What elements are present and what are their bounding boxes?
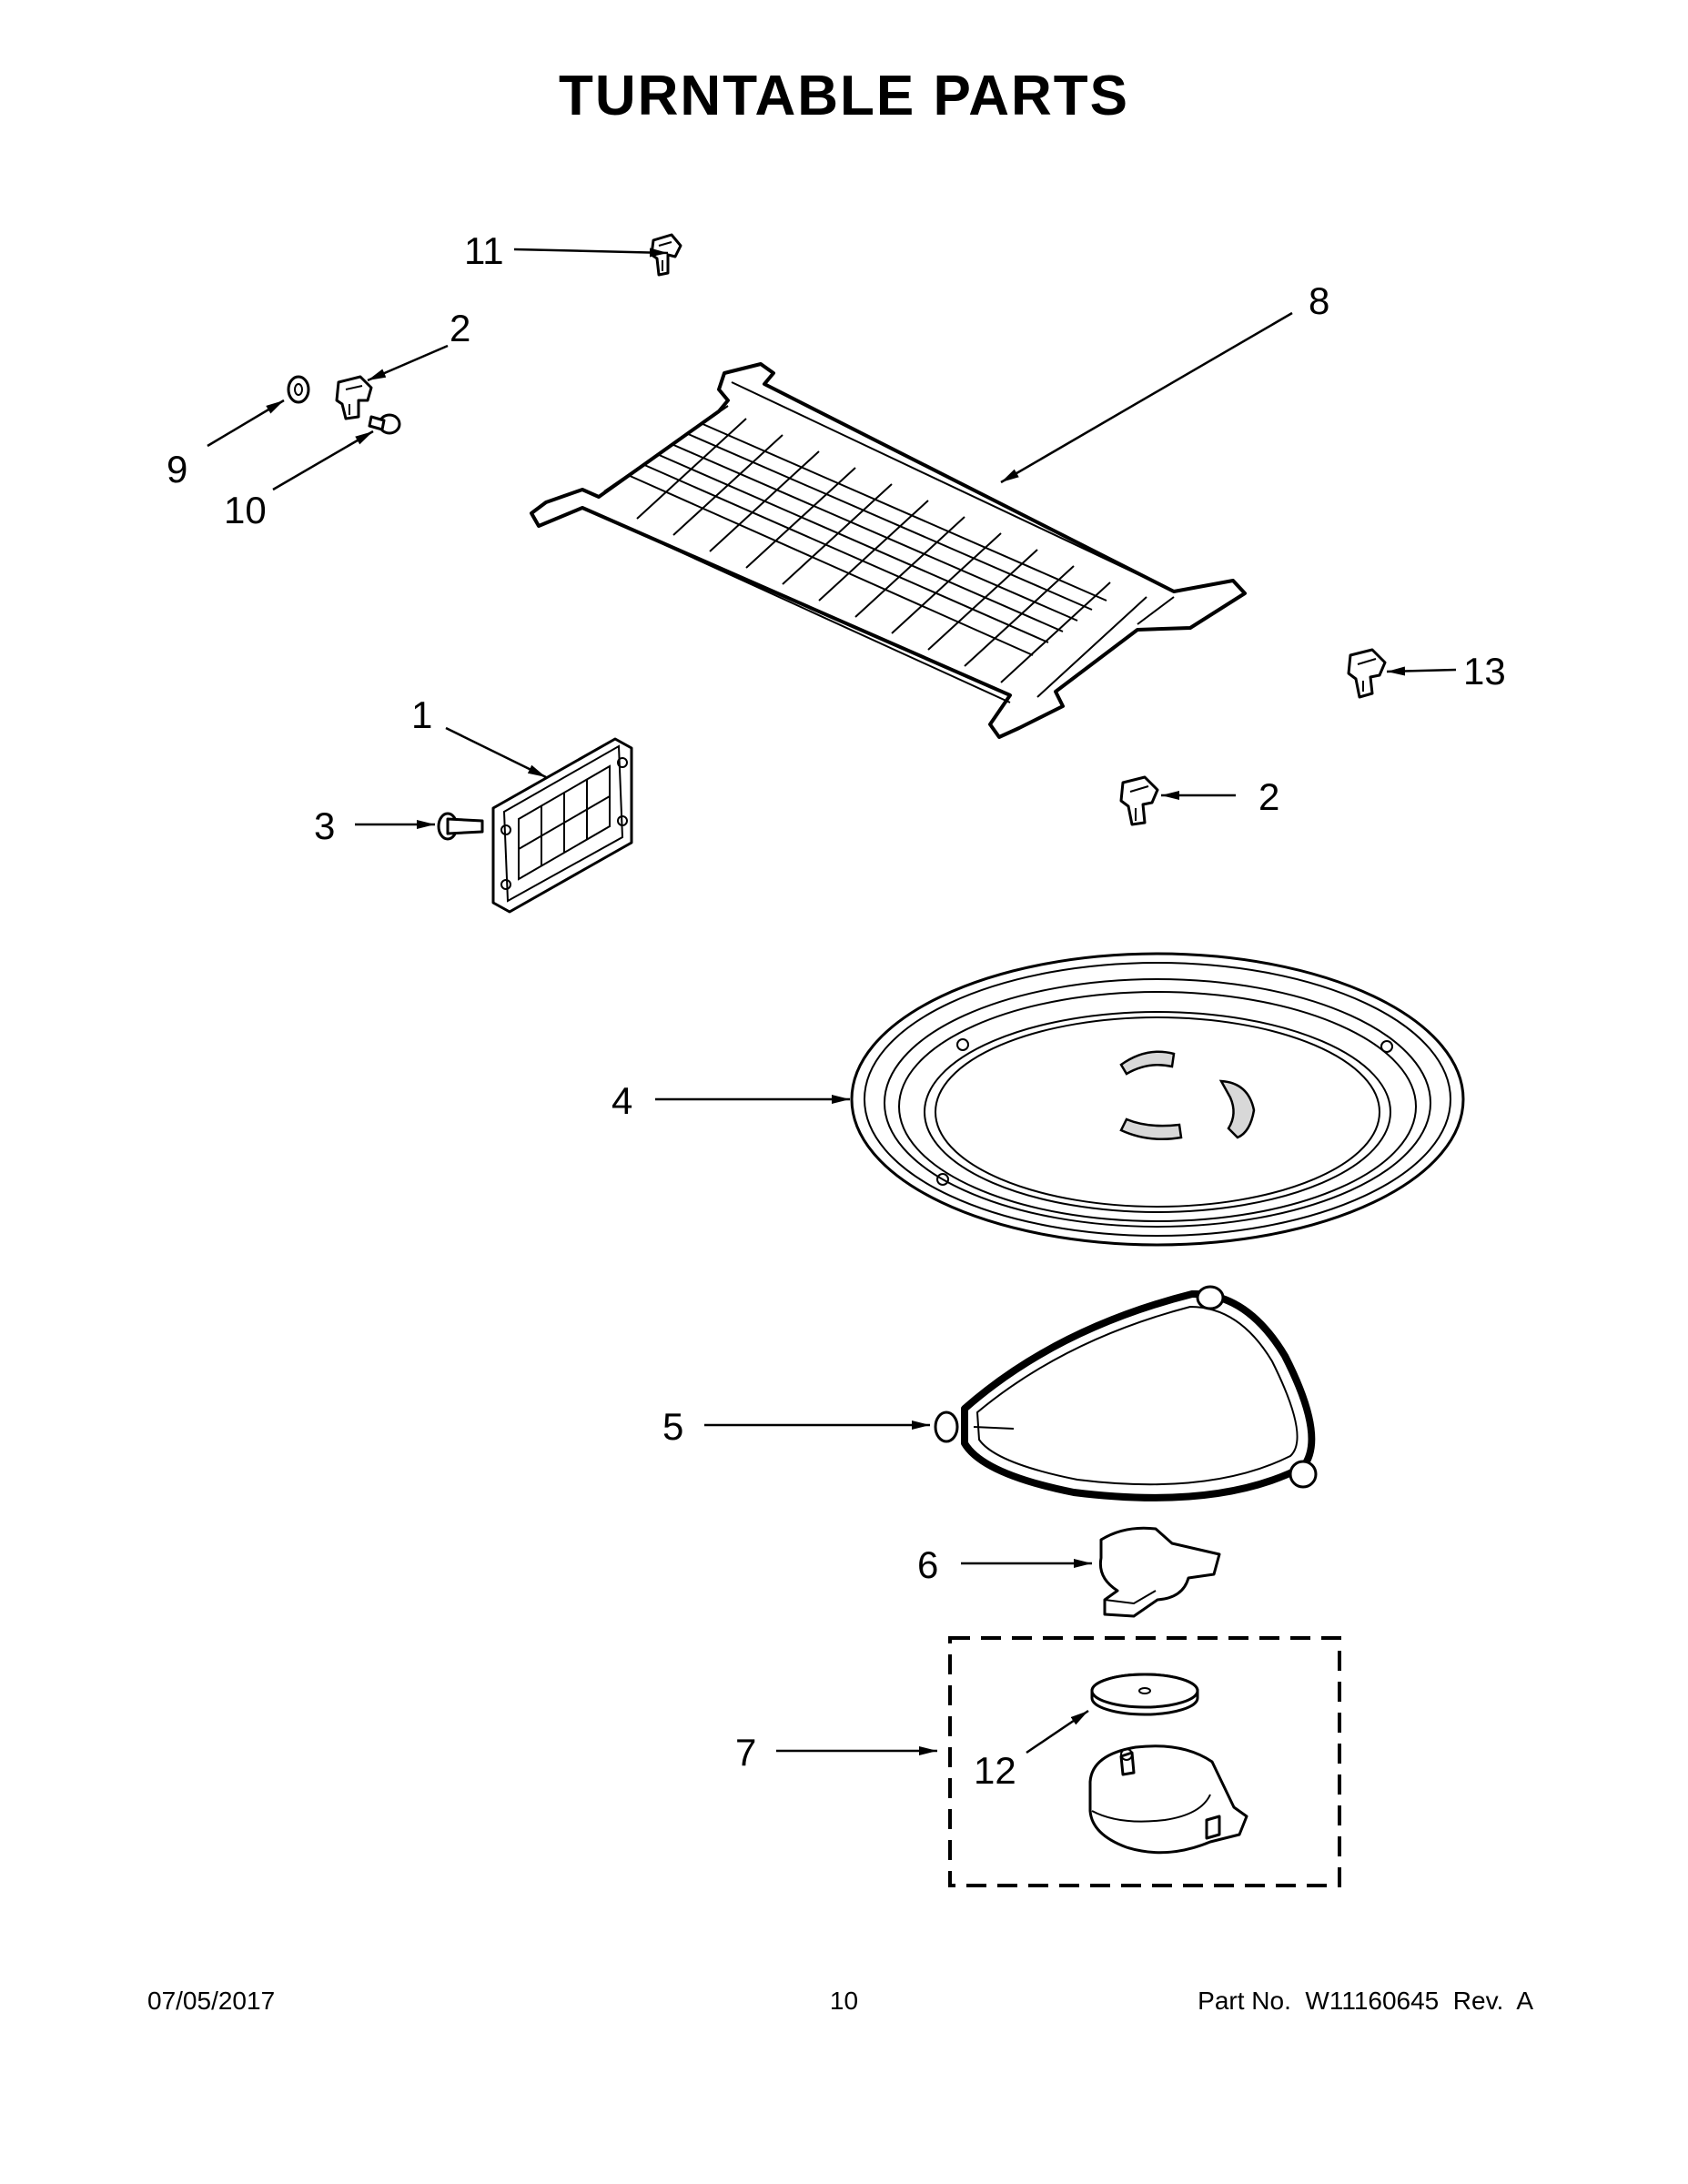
part-4-turntable-tray — [850, 952, 1465, 1247]
page-title: TURNTABLE PARTS — [559, 65, 1129, 127]
part-13-clip — [1347, 648, 1387, 699]
callout-13: 13 — [1463, 650, 1506, 693]
callout-1: 1 — [411, 693, 432, 736]
callout-8: 8 — [1309, 279, 1329, 322]
part-6-coupler — [1098, 1526, 1221, 1618]
part-9-washer — [287, 375, 310, 404]
callout-11: 11 — [464, 229, 504, 272]
footer-date: 07/05/2017 — [147, 1987, 276, 2015]
footer-page-number: 10 — [829, 1987, 859, 2015]
callout-9: 9 — [167, 448, 187, 490]
callout-4: 4 — [612, 1079, 632, 1122]
callout-12: 12 — [974, 1749, 1016, 1792]
part-2-clip-lower — [1119, 775, 1159, 826]
callout-2-upper: 2 — [450, 307, 470, 349]
part-5-roller-support — [934, 1285, 1318, 1502]
callout-3: 3 — [314, 804, 335, 847]
part-1-waveguide-cover — [491, 737, 633, 914]
part-8-wire-rack — [530, 362, 1247, 739]
part-10-pin — [368, 413, 401, 435]
callout-2-lower: 2 — [1258, 775, 1279, 818]
callout-10: 10 — [224, 489, 267, 531]
part-11-clip — [650, 233, 682, 277]
callout-5: 5 — [662, 1405, 683, 1448]
callout-6: 6 — [917, 1543, 938, 1586]
part-7-motor-assembly — [948, 1636, 1341, 1887]
part-3-screw — [437, 812, 484, 841]
part-2-clip — [335, 375, 373, 420]
footer-part-number: Part No. W11160645 Rev. A — [1198, 1987, 1533, 2015]
part-12-disc — [1090, 1673, 1199, 1716]
callout-7: 7 — [735, 1731, 756, 1774]
turntable-motor — [1088, 1744, 1248, 1855]
